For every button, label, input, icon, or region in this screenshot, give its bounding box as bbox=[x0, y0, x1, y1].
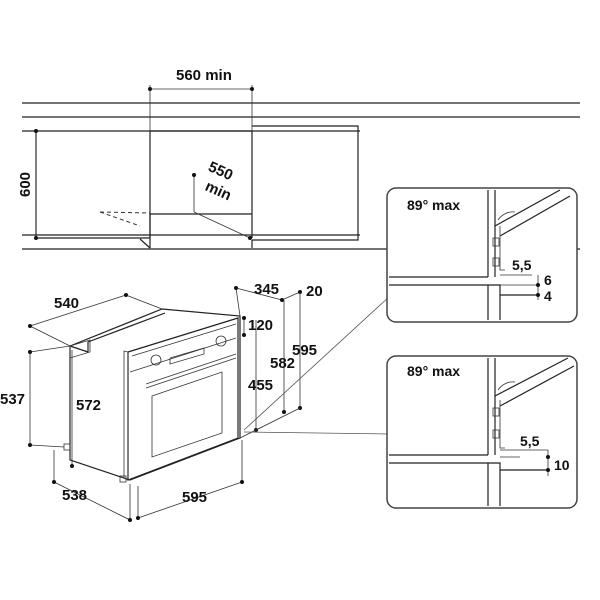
detail-top-angle-label: 89° max bbox=[407, 197, 460, 213]
cabinet-height-label: 600 bbox=[17, 172, 34, 197]
detail-bottom: 89° max 5,5 10 bbox=[386, 355, 578, 509]
oven-total-height-label: 595 bbox=[292, 342, 317, 359]
oven-depth-top-label: 540 bbox=[54, 295, 79, 312]
detail-bottom-gap-a: 5,5 bbox=[520, 433, 540, 449]
oven-inner-height-label: 572 bbox=[76, 397, 101, 414]
detail-bottom-angle-label: 89° max bbox=[407, 363, 460, 379]
oven-front-width-label: 595 bbox=[182, 489, 207, 506]
detail-top-gap-a: 5,5 bbox=[512, 257, 532, 273]
oven-height-side-label: 537 bbox=[0, 391, 25, 408]
oven-cavity-height-label: 455 bbox=[248, 377, 273, 394]
detail-top-gap-b: 6 bbox=[544, 272, 552, 288]
cabinet-niche: 560 min 600 550 min bbox=[17, 67, 580, 250]
oven-panel-height-label: 120 bbox=[248, 317, 273, 334]
oven-drawing: 540 537 572 538 595 345 20 120 595 582 4… bbox=[0, 281, 391, 522]
cabinet-width-label: 560 min bbox=[176, 67, 232, 84]
oven-door-thick-label: 20 bbox=[306, 283, 323, 300]
detail-top-gap-c: 4 bbox=[544, 288, 552, 304]
oven-door-depth-label: 345 bbox=[254, 281, 279, 298]
detail-bottom-gap-b: 10 bbox=[554, 457, 570, 473]
oven-inner-front-height-label: 582 bbox=[270, 355, 295, 372]
detail-top: 89° max 5,5 6 4 bbox=[386, 187, 578, 323]
oven-depth-bottom-label: 538 bbox=[62, 487, 87, 504]
